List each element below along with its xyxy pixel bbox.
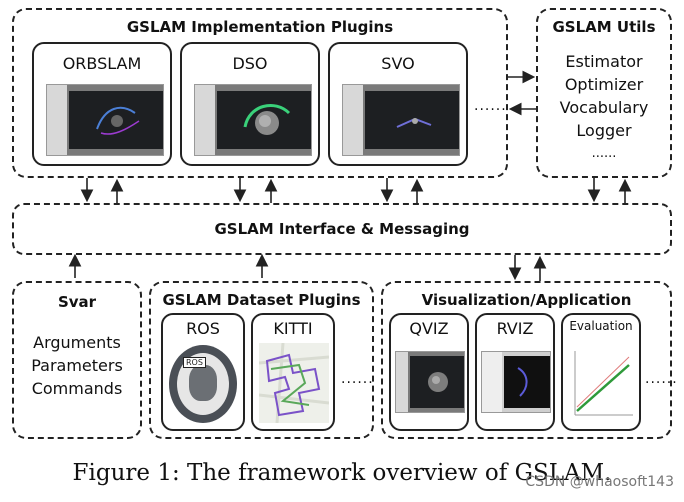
interface-messaging-bar: GSLAM Interface & Messaging [12,203,672,255]
plugin-card-svo: SVO [328,42,468,166]
orbslam-screenshot [46,84,164,156]
ros-badge: ROS [183,357,206,368]
svar-item: Commands [31,379,123,398]
ros-logo: ROS [169,345,237,423]
plugin-card-orbslam: ORBSLAM [32,42,172,166]
svo-screenshot [342,84,460,156]
dso-screenshot [194,84,312,156]
interface-title: GSLAM Interface & Messaging [214,220,470,238]
utils-item: ...... [591,146,617,161]
kitti-map-image [259,343,329,423]
implementation-plugins-title: GSLAM Implementation Plugins [126,18,394,36]
plugin-label: ORBSLAM [62,54,142,73]
implementation-plugins-group: GSLAM Implementation Plugins ORBSLAM DSO [12,8,508,178]
vis-card-evaluation: Evaluation [561,313,641,431]
dataset-label: KITTI [273,319,313,338]
watermark: CSDN @whaosoft143 [525,474,674,490]
figure-caption: Figure 1: The framework overview of GSLA… [72,460,612,486]
vis-label: Evaluation [569,319,633,333]
utils-item: Logger [576,121,632,140]
evaluation-plot-image [567,345,637,425]
vis-card-qviz: QVIZ [389,313,469,431]
utils-title: GSLAM Utils [552,18,656,36]
svar-group: Svar Arguments Parameters Commands [12,281,142,439]
dataset-more: ...... [341,371,374,387]
dataset-card-ros: ROS ROS [161,313,245,431]
visualization-title: Visualization/Application [421,291,632,309]
utils-list: Estimator Optimizer Vocabulary Logger ..… [538,50,670,165]
vis-card-rviz: RVIZ [475,313,555,431]
svar-item: Arguments [33,333,121,352]
implementation-more: ...... [474,98,507,114]
visualization-group: Visualization/Application QVIZ RVIZ Eval… [381,281,677,439]
svar-item: Parameters [31,356,123,375]
vis-label: QVIZ [409,319,449,338]
dataset-plugins-title: GSLAM Dataset Plugins [162,291,361,309]
svar-list: Arguments Parameters Commands [14,331,140,400]
qviz-screenshot [395,351,465,413]
dataset-card-kitti: KITTI [251,313,335,431]
utils-item: Optimizer [564,75,644,94]
utils-item: Vocabulary [559,98,649,117]
rviz-screenshot [481,351,551,413]
vis-label: RVIZ [496,319,534,338]
utils-item: Estimator [565,52,643,71]
dataset-label: ROS [186,319,220,338]
plugin-label: DSO [232,54,268,73]
plugin-label: SVO [381,54,415,73]
visualization-more: ...... [645,371,678,387]
utils-group: GSLAM Utils Estimator Optimizer Vocabula… [536,8,672,178]
svar-title: Svar [57,293,97,311]
plugin-card-dso: DSO [180,42,320,166]
dataset-plugins-group: GSLAM Dataset Plugins ROS ROS KITTI ....… [149,281,374,439]
